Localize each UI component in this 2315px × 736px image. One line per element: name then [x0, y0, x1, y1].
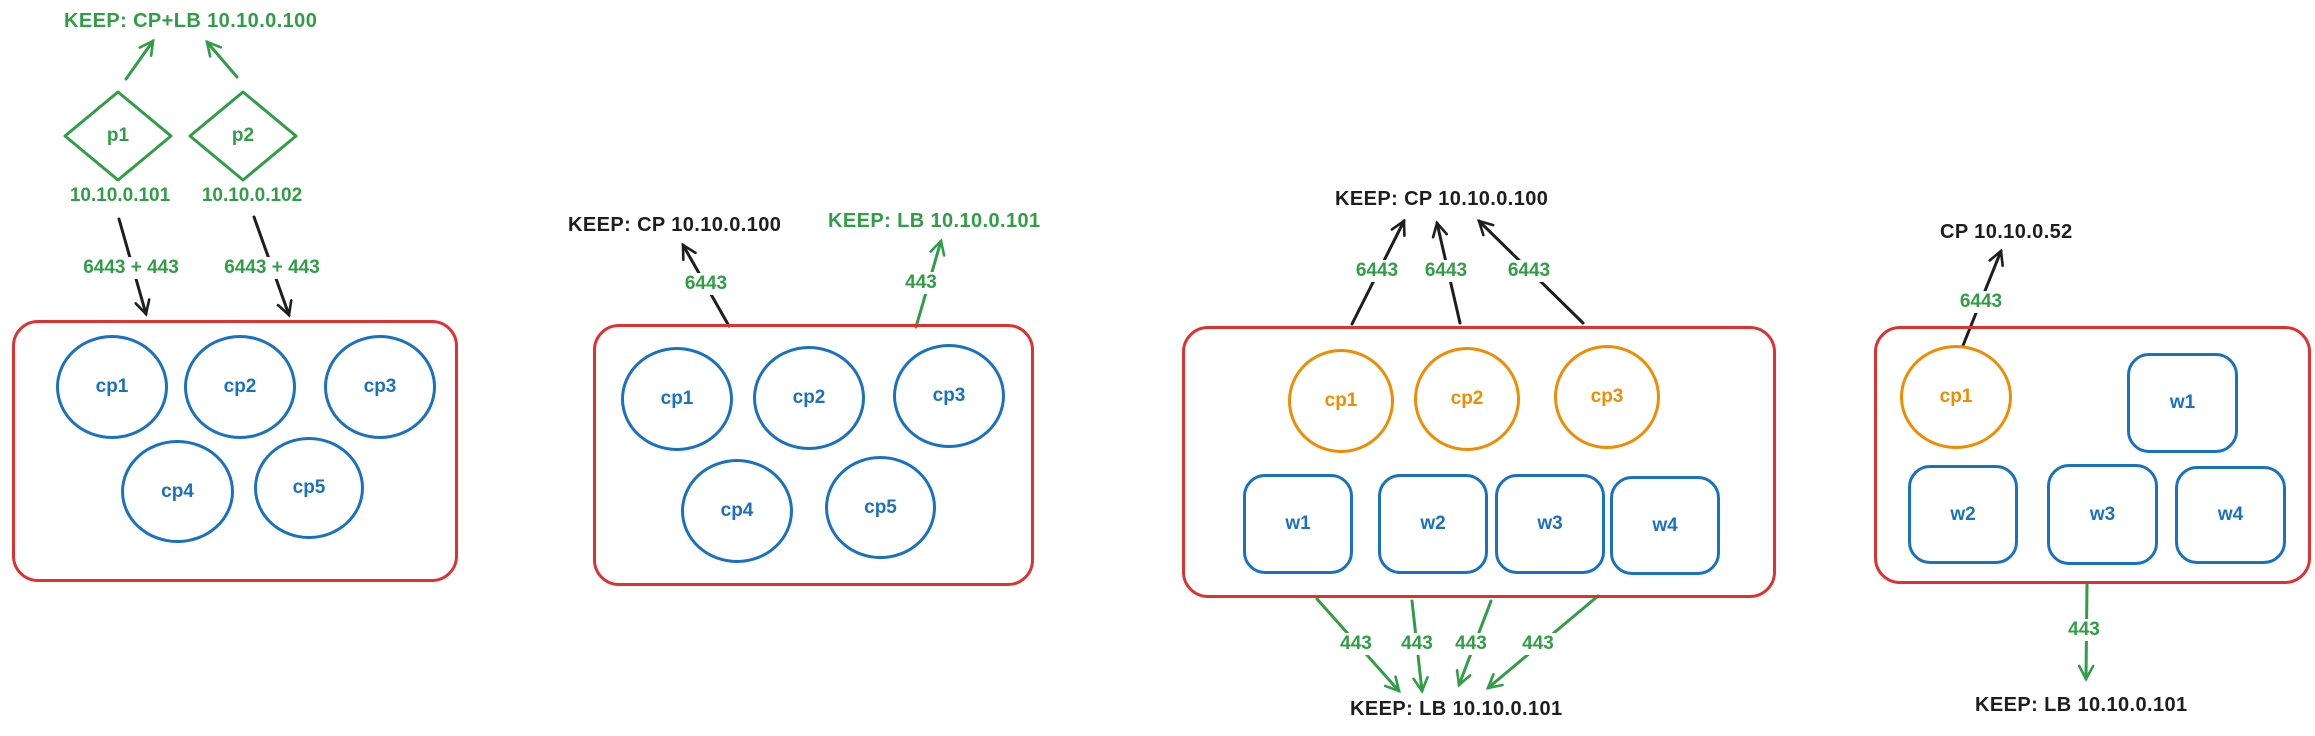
node-label: w2 [1420, 513, 1446, 534]
ports-label: 6443 + 443 [221, 257, 323, 279]
node-cp4: cp4 [121, 440, 234, 543]
node-label: cp2 [1450, 388, 1484, 409]
port-label: 443 [2065, 619, 2103, 641]
node-label: w4 [1652, 514, 1678, 536]
node-label: cp1 [660, 388, 694, 409]
node-label: cp5 [292, 477, 326, 498]
node-label: cp1 [1324, 390, 1358, 411]
cluster3-footer: KEEP: LB 10.10.0.101 [1350, 698, 1563, 720]
cluster2-lb-heading: KEEP: LB 10.10.0.101 [828, 210, 1041, 232]
node-label: cp1 [95, 376, 129, 397]
node-label: cp5 [864, 496, 897, 518]
node-cp5: cp5 [825, 456, 936, 559]
node-cp1: cp1 [1900, 345, 2012, 449]
port-label: 443 [1519, 633, 1557, 655]
cluster4-footer: KEEP: LB 10.10.0.101 [1975, 694, 2188, 716]
cluster4-boundary [1874, 326, 2311, 584]
port-label: 6443 [1421, 260, 1471, 282]
diamond-shape-icon [63, 90, 173, 182]
node-label: cp1 [1939, 386, 1973, 407]
arrow-p2-to-vip [205, 39, 239, 79]
node-cp2: cp2 [1414, 347, 1520, 451]
cluster1-heading: KEEP: CP+LB 10.10.0.100 [64, 10, 318, 32]
cluster3-heading: KEEP: CP 10.10.0.100 [1335, 188, 1549, 210]
node-cp2: cp2 [753, 346, 865, 450]
ports-label: 6443 + 443 [80, 257, 182, 279]
node-w2: w2 [1908, 465, 2018, 564]
node-label: w4 [2217, 504, 2244, 525]
node-label: cp3 [932, 385, 966, 406]
balancer-p2-ip: 10.10.0.102 [201, 185, 303, 206]
cluster4-heading: CP 10.10.0.52 [1940, 221, 2073, 243]
node-label: w3 [1537, 513, 1563, 534]
node-cp3: cp3 [893, 344, 1005, 448]
node-label: w3 [2089, 503, 2116, 525]
balancer-label: p1 [106, 125, 130, 146]
node-w4: w4 [1610, 476, 1720, 575]
node-label: cp4 [720, 500, 754, 521]
node-cp1: cp1 [1288, 349, 1394, 453]
port-label: 6443 [1504, 260, 1554, 282]
port-label: 6443 [681, 273, 731, 295]
node-cp2: cp2 [184, 335, 296, 439]
node-w3: w3 [2047, 464, 2158, 565]
node-cp5: cp5 [254, 437, 364, 539]
node-label: cp3 [363, 376, 397, 397]
node-label: w1 [1285, 513, 1311, 534]
node-label: cp2 [223, 376, 257, 397]
node-label: cp4 [161, 480, 194, 502]
port-label: 6443 [1352, 260, 1402, 282]
port-label: 443 [1337, 633, 1375, 655]
node-cp4: cp4 [681, 459, 793, 563]
balancer-p1-ip: 10.10.0.101 [69, 185, 171, 206]
balancer-node-p2: p2 [185, 87, 301, 185]
node-w3: w3 [1495, 474, 1605, 574]
port-label: 6443 [1956, 291, 2006, 313]
port-label: 443 [902, 272, 940, 294]
node-label: cp2 [792, 387, 826, 408]
node-cp1: cp1 [56, 335, 168, 439]
diamond-shape-icon [188, 90, 298, 182]
cluster1-boundary [12, 320, 458, 582]
cluster2-boundary [593, 324, 1034, 586]
node-w1: w1 [1243, 474, 1353, 574]
node-label: w1 [2169, 392, 2196, 413]
node-w4: w4 [2175, 466, 2286, 564]
node-cp1: cp1 [621, 347, 733, 451]
balancer-node-p1: p1 [60, 87, 176, 185]
port-label: 443 [1398, 633, 1436, 655]
port-label: 443 [1452, 633, 1490, 655]
node-w2: w2 [1378, 474, 1488, 574]
cluster2-cp-heading: KEEP: CP 10.10.0.100 [568, 214, 782, 236]
node-cp3: cp3 [324, 335, 436, 439]
balancer-label: p2 [231, 125, 255, 146]
cluster3-boundary [1182, 326, 1776, 598]
node-cp3: cp3 [1554, 345, 1660, 449]
node-w1: w1 [2127, 353, 2238, 453]
node-label: cp3 [1590, 386, 1624, 407]
node-label: w2 [1950, 503, 1976, 525]
arrow-p1-to-vip [124, 38, 155, 81]
